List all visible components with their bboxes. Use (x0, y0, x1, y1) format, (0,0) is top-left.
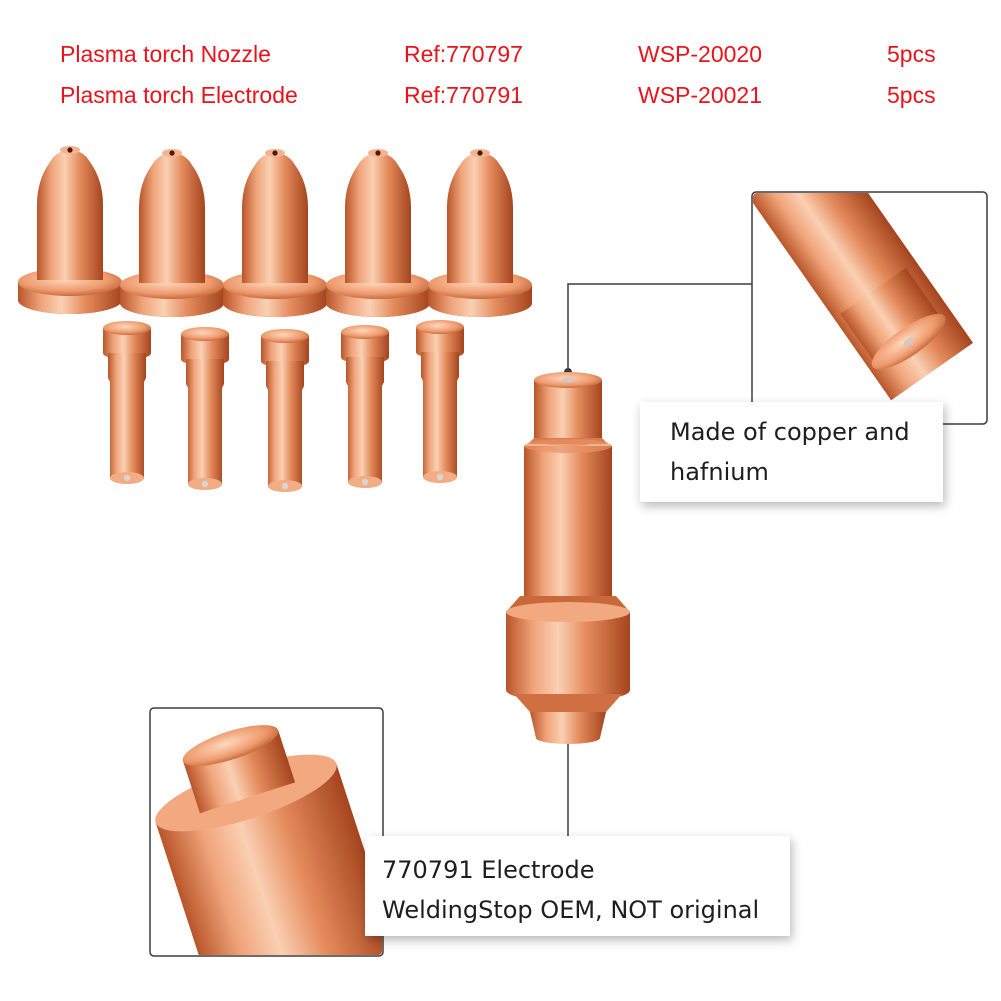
callout-product-line2: WeldingStop OEM, NOT original (382, 896, 760, 924)
electrode-part (261, 329, 309, 492)
spec-qty-cell: 5pcs (887, 41, 936, 67)
spec-ref-cell: Ref:770791 (404, 82, 523, 108)
leader-line-top (567, 283, 752, 372)
detail-inset-tip (751, 191, 988, 425)
nozzle-part (18, 146, 122, 314)
spec-table: Plasma torch Nozzle Ref:770797 WSP-20020… (0, 0, 1001, 130)
electrode-part (181, 327, 229, 490)
callout-material-line2: hafnium (670, 458, 769, 486)
electrode-part (103, 321, 151, 484)
spec-name-cell: Plasma torch Electrode (60, 82, 298, 108)
callout-box-material (640, 402, 943, 502)
callout-material-line1: Made of copper and (670, 418, 910, 446)
spec-wsp-cell: WSP-20020 (638, 41, 763, 67)
nozzle-part (120, 149, 224, 317)
nozzle-part (326, 149, 430, 317)
spec-row-nozzle: Plasma torch Nozzle Ref:770797 WSP-20020… (0, 34, 1001, 74)
spec-ref-cell: Ref:770797 (404, 41, 523, 67)
detail-inset-base (149, 707, 384, 957)
nozzle-part (223, 149, 327, 317)
spec-wsp-cell: WSP-20021 (638, 82, 763, 108)
callout-product-line1: 770791 Electrode (382, 856, 595, 884)
nozzle-part (428, 149, 532, 317)
large-electrode (506, 372, 630, 744)
spec-name-cell: Plasma torch Nozzle (60, 41, 271, 67)
electrode-part (416, 320, 464, 483)
electrode-part (341, 325, 389, 488)
spec-row-electrode: Plasma torch Electrode Ref:770791 WSP-20… (0, 75, 1001, 115)
callout-box-product (365, 836, 790, 936)
spec-qty-cell: 5pcs (887, 82, 936, 108)
